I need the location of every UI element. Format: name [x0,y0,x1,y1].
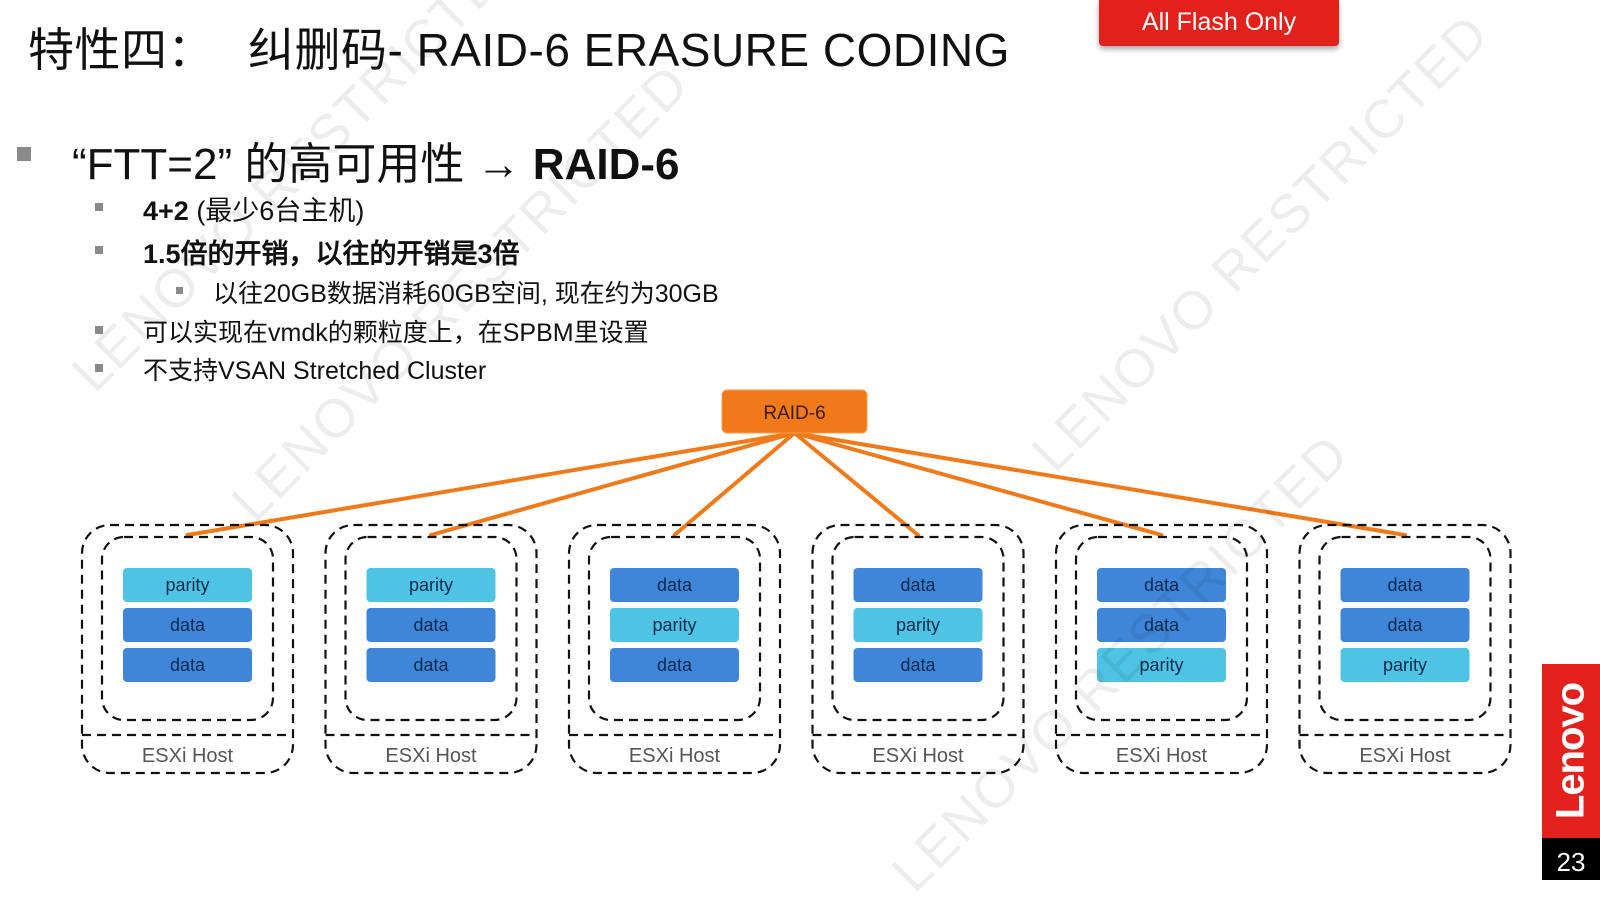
connector-line [792,431,1164,537]
bullet-ftt-bold: RAID-6 [532,140,680,189]
parity-block [853,608,983,642]
sub-bullet-marker [176,287,183,294]
data-block-label: data [413,655,449,675]
data-block [1097,608,1226,642]
parity-block-label: parity [896,615,940,635]
esxi-host-label: ESXi Host [629,745,721,767]
raid6-root-box [721,389,868,434]
esxi-host-label: ESXi Host [1116,745,1208,767]
parity-block-label: parity [1139,655,1183,675]
disk-group-frame [100,535,275,722]
connector-line [792,431,920,537]
data-block-label: data [657,655,693,675]
data-block [853,568,983,602]
data-block-label: data [1387,615,1423,635]
data-block-label: data [1144,575,1180,595]
disk-group-frame [587,535,762,722]
bullet-vmdk: 可以实现在vmdk的颗粒度上，在SPBM里设置 [143,319,649,347]
data-block [366,608,496,642]
bullet-ftt-text: “FTT=2” 的高可用性 → [72,140,521,189]
page-number: 23 [1542,838,1600,880]
slide-title: 特性四： 纠删码- RAID-6 ERASURE CODING [28,14,1010,80]
bullet-min-hosts-text: (最少6台主机) [188,196,365,226]
data-block [610,568,739,602]
sub-bullet-example: 以往20GB数据消耗60GB空间, 现在约为30GB [213,280,719,308]
bullet-marker [95,203,103,211]
lenovo-logo: Lenovo [1542,664,1600,838]
data-block [123,608,252,642]
esxi-host-frame [1054,523,1269,775]
bullet-stretched-cluster: 不支持VSAN Stretched Cluster [143,357,487,385]
data-block [610,648,739,682]
parity-block-label: parity [409,575,453,595]
bullet-marker [17,147,31,161]
parity-block-label: parity [165,575,209,595]
connector-line [672,431,797,537]
disk-group-frame [831,535,1005,722]
data-block-label: data [900,655,936,675]
data-block [1340,568,1470,602]
bullet-ftt: “FTT=2” 的高可用性 → RAID-6 [72,128,679,192]
bullet-marker [95,364,103,372]
bullet-min-hosts-bold: 4+2 [143,196,189,226]
bullet-min-hosts: 4+2 (最少6台主机) [143,189,364,228]
parity-block-label: parity [652,615,696,635]
data-block [1340,608,1470,642]
connector-line [792,431,1407,537]
data-block [853,648,983,682]
parity-block-label: parity [1383,655,1427,675]
esxi-host-label: ESXi Host [385,745,477,767]
esxi-host-label: ESXi Host [872,745,964,767]
connector-lines [185,431,1407,537]
esxi-host-frame [1298,523,1512,775]
esxi-host-label: ESXi Host [1359,745,1451,767]
title-main: 纠删码- RAID-6 ERASURE CODING [248,24,1010,76]
disk-group-frame [1318,535,1492,722]
parity-block [366,568,496,602]
esxi-host-frame [80,523,295,775]
parity-block [1097,648,1226,682]
esxi-host-frame [324,523,538,775]
esxi-host-frame [567,523,782,775]
data-block [1097,568,1226,602]
disk-group-frame [1074,535,1249,722]
data-block-label: data [657,575,693,595]
raid6-root-label: RAID-6 [763,403,825,424]
bullet-overhead: 1.5倍的开销，以往的开销是3倍 [143,239,520,269]
disk-group-frame [344,535,518,722]
lenovo-logo-text: Lenovo [1548,682,1593,820]
data-block-label: data [170,615,206,635]
raid6-root-node: RAID-6 [721,389,868,434]
data-block-label: data [900,575,936,595]
data-block-label: data [1144,615,1180,635]
connector-line [429,431,797,537]
data-block [366,648,496,682]
esxi-host-frame [811,523,1025,775]
data-block-label: data [413,615,449,635]
data-block-label: data [1387,575,1423,595]
data-block-label: data [170,655,206,675]
esxi-host-label: ESXi Host [142,745,234,767]
all-flash-only-badge: All Flash Only [1099,0,1339,46]
title-prefix: 特性四： [28,24,214,76]
connector-line [185,431,797,537]
parity-block [610,608,739,642]
bullet-marker [95,246,103,254]
data-block [123,648,252,682]
parity-block [1340,648,1470,682]
parity-block [123,568,252,602]
bullet-marker [95,326,103,334]
